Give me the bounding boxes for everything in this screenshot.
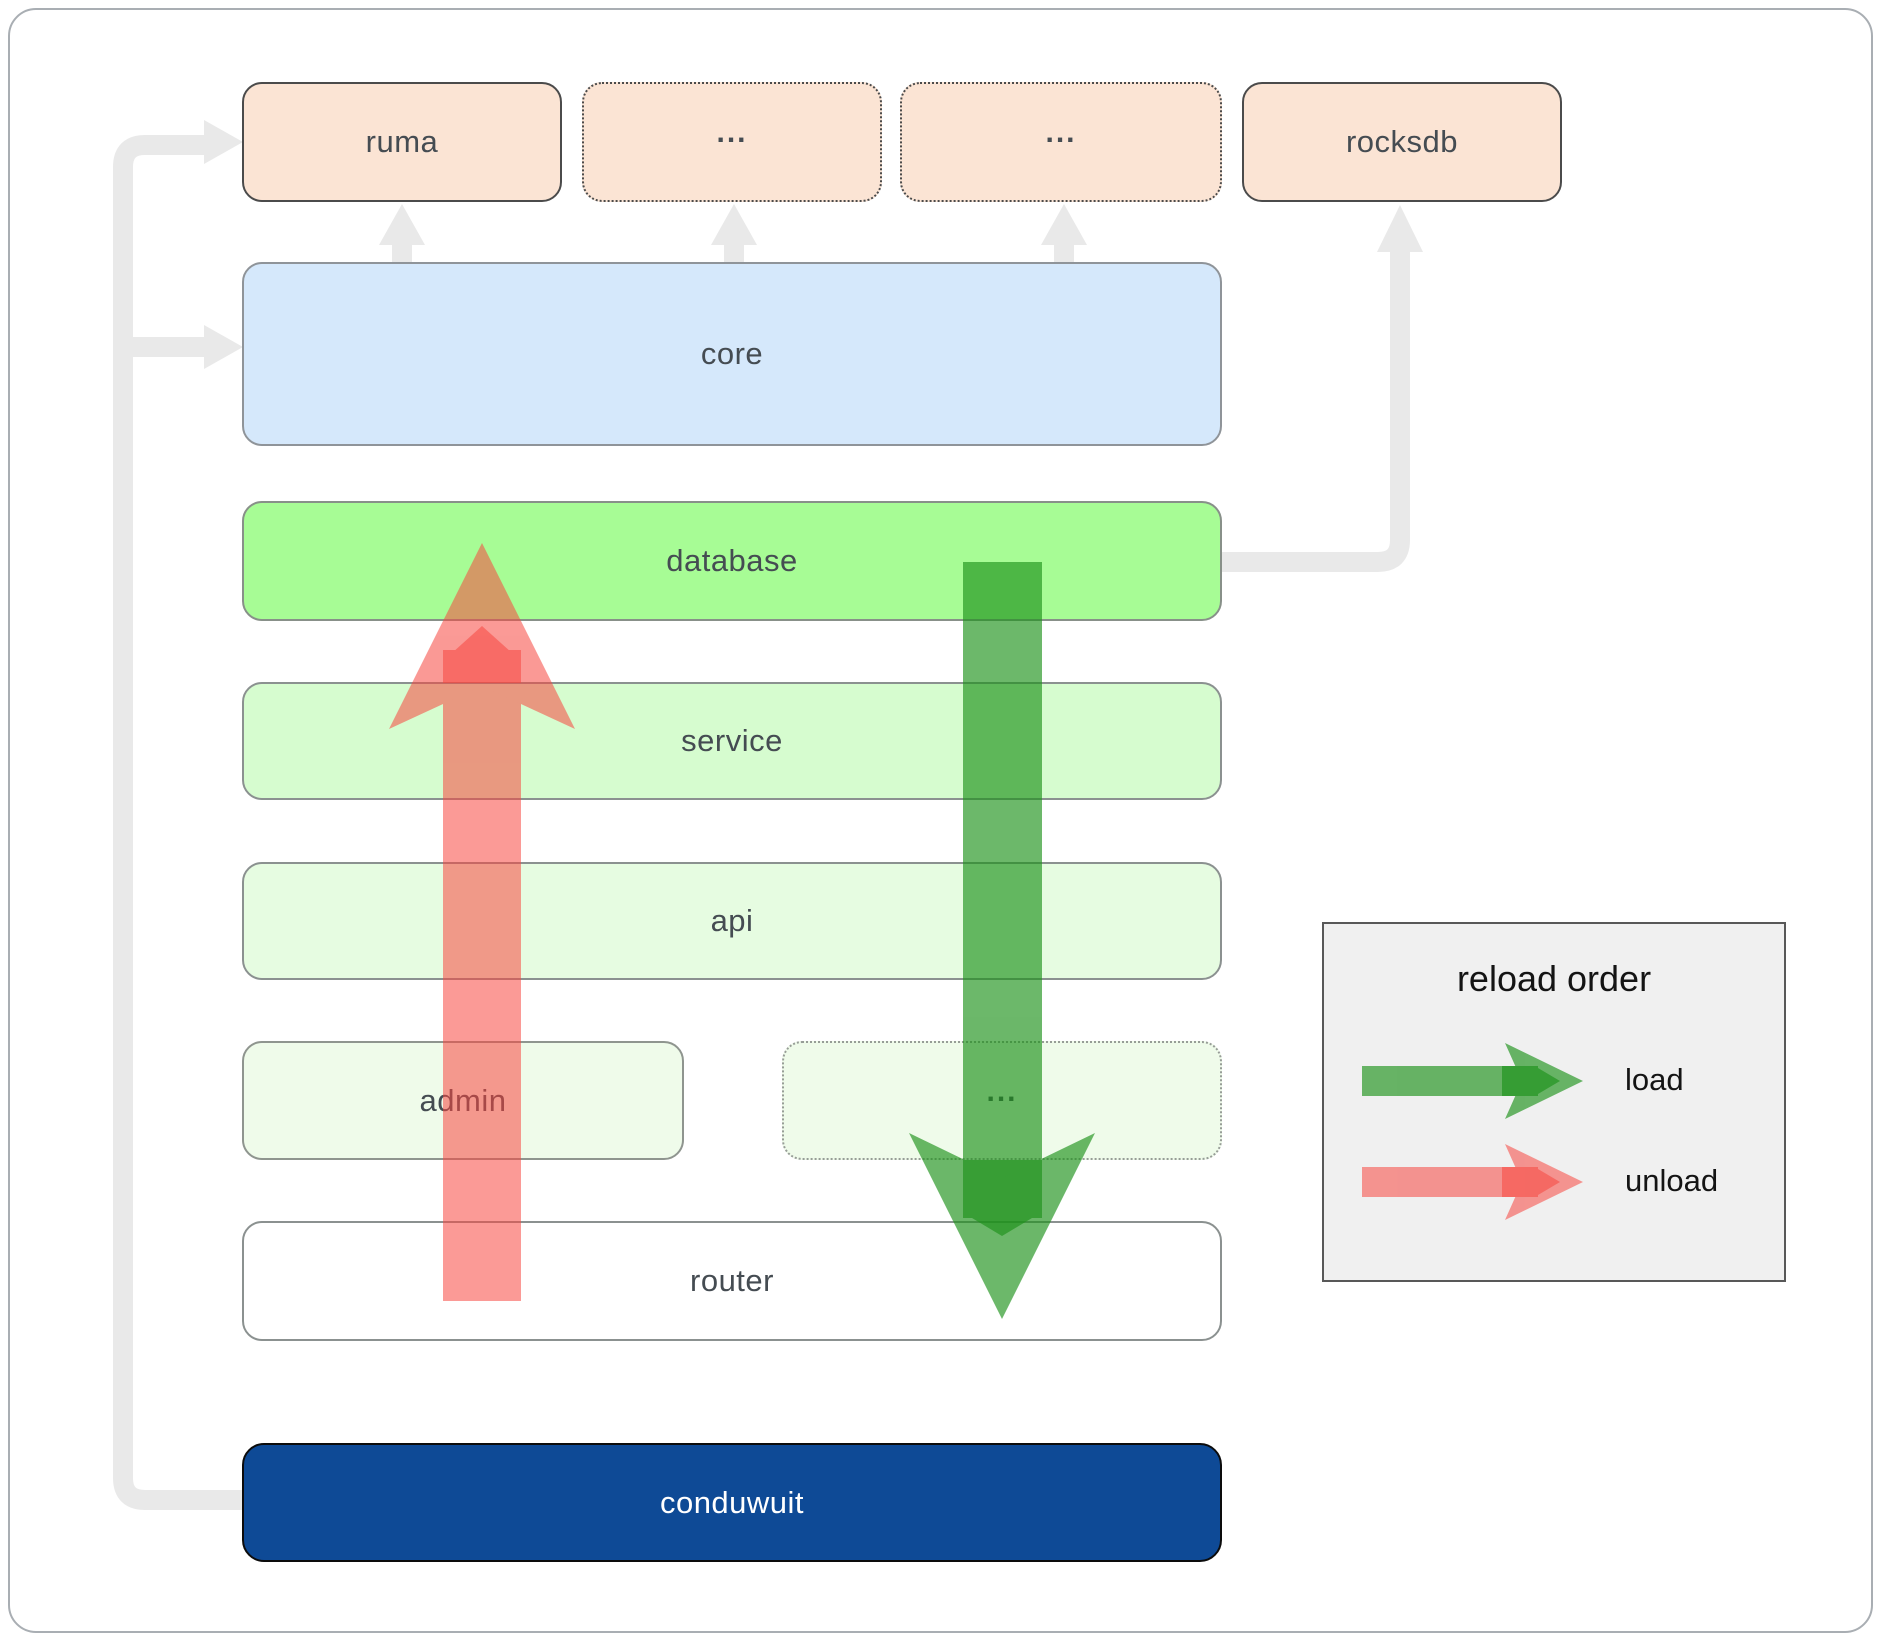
box-database: database [242,501,1222,621]
box-rocksdb-label: rocksdb [1345,124,1459,159]
legend-unload-label: unload [1625,1163,1719,1198]
box-dots-3: ... [782,1041,1222,1160]
box-service: service [242,682,1222,800]
box-dots-2: ... [900,82,1222,202]
box-admin: admin [242,1041,684,1160]
legend-load-label: load [1625,1062,1684,1097]
legend-title: reload order [1456,958,1652,999]
box-dots-3-label: ... [986,1074,1018,1108]
box-dots-2-label: ... [1045,116,1077,149]
box-conduwuit-label: conduwuit [659,1484,805,1520]
box-rocksdb: rocksdb [1242,82,1562,202]
box-dots-1: ... [582,82,882,202]
box-api: api [242,862,1222,980]
box-core: core [242,262,1222,446]
box-router-label: router [690,1263,774,1298]
box-ruma-label: ruma [365,124,439,159]
box-router: router [242,1221,1222,1341]
box-service-label: service [681,723,783,758]
box-database-label: database [666,543,798,578]
box-admin-label: admin [419,1082,507,1118]
box-core-label: core [700,336,764,371]
box-api-label: api [710,903,754,938]
box-dots-1-label: ... [716,116,748,149]
diagram-frame [8,8,1873,1633]
box-ruma: ruma [242,82,562,202]
box-conduwuit: conduwuit [242,1443,1222,1562]
